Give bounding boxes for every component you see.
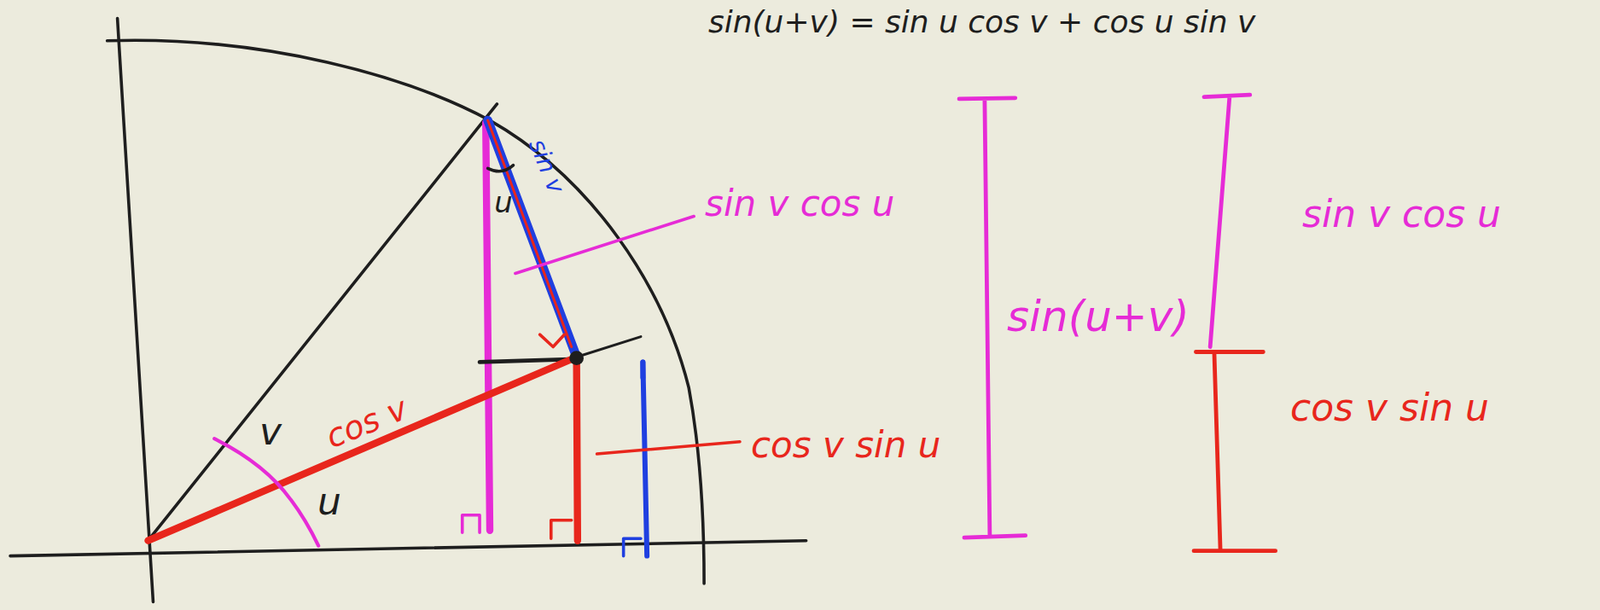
right-angle [623, 538, 641, 556]
x-axis [10, 541, 807, 557]
math-label: cos v sin u [1290, 387, 1490, 429]
segment [488, 120, 572, 347]
math-label: u [317, 481, 342, 523]
ray [576, 337, 641, 358]
math-label: v [259, 411, 282, 453]
math-label: sin v [523, 135, 569, 198]
segment [640, 361, 646, 378]
math-label: sin(u+v) [1006, 293, 1190, 341]
right-angle [462, 515, 480, 533]
angle-arc [214, 438, 319, 547]
math-label: sin v cos u [1302, 193, 1502, 235]
point [569, 350, 584, 366]
segment [576, 359, 578, 542]
math-label: sin v cos u [704, 184, 895, 224]
segment [642, 361, 647, 556]
segment [488, 120, 577, 357]
ray [147, 104, 497, 542]
bracket [1204, 94, 1251, 347]
y-axis [117, 18, 154, 603]
leader-line [597, 442, 740, 454]
math-label: cos v sin u [750, 425, 941, 466]
angle-arc [488, 165, 514, 172]
right-angle [540, 334, 565, 347]
unit-arc [107, 40, 704, 584]
bracket [1193, 352, 1276, 552]
leader-line [515, 215, 694, 274]
right-angle [551, 520, 572, 540]
math-label: sin(u+v) = sin u cos v + cos u sin v [708, 5, 1256, 40]
segment [147, 356, 576, 541]
math-label: u [494, 186, 513, 219]
segment [485, 122, 490, 530]
